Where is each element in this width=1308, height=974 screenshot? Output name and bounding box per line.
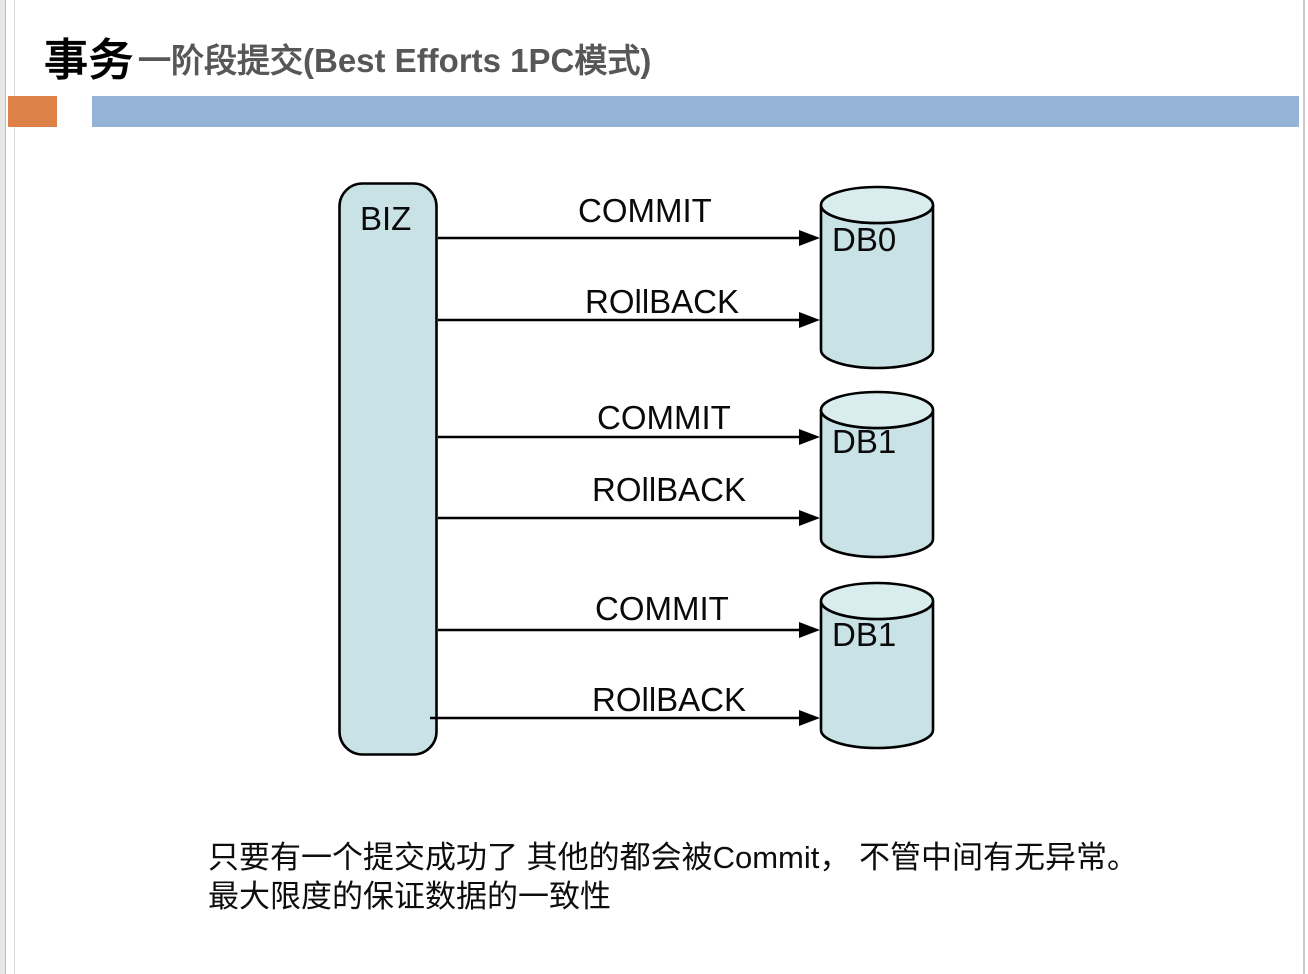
rollback-arrow-db0: ROllBACK xyxy=(438,283,820,328)
commit-arrow-db1: COMMIT xyxy=(438,399,820,445)
commit-label: COMMIT xyxy=(578,192,712,229)
page-subtitle: 一阶段提交(Best Efforts 1PC模式) xyxy=(138,42,652,79)
db0-cylinder: DB0 xyxy=(819,185,935,370)
db1b-label: DB1 xyxy=(832,616,896,653)
rollback-label: ROllBACK xyxy=(592,471,746,508)
rollback-label: ROllBACK xyxy=(592,681,746,718)
window-edge-left xyxy=(0,0,6,974)
db0-label: DB0 xyxy=(832,221,896,258)
commit-arrow-db0: COMMIT xyxy=(438,192,820,246)
rollback-label: ROllBACK xyxy=(585,283,739,320)
accent-orange-square xyxy=(8,96,57,127)
db1-cylinder: DB1 xyxy=(819,390,935,559)
biz-label: BIZ xyxy=(360,200,411,237)
commit-arrow-db1b: COMMIT xyxy=(438,590,820,638)
arrowhead-icon xyxy=(799,312,820,328)
caption: 只要有一个提交成功了 其他的都会被Commit， 不管中间有无异常。 最大限度的… xyxy=(208,838,1138,916)
commit-label: COMMIT xyxy=(597,399,731,436)
arrowhead-icon xyxy=(799,429,820,445)
caption-line-2: 最大限度的保证数据的一致性 xyxy=(208,879,611,914)
arrowhead-icon xyxy=(799,622,820,638)
arrowhead-icon xyxy=(799,710,820,726)
db0-cylinder-top xyxy=(819,185,935,225)
db1-cylinder-top xyxy=(819,390,935,430)
slide-border-right xyxy=(1303,0,1305,974)
biz-box xyxy=(338,182,438,756)
arrowhead-icon xyxy=(799,230,820,246)
biz-node: BIZ xyxy=(338,182,438,756)
db1-label: DB1 xyxy=(832,423,896,460)
arrowhead-icon xyxy=(799,510,820,526)
db1b-cylinder-top xyxy=(819,581,935,621)
accent-blue-bar xyxy=(92,96,1299,127)
db1b-cylinder: DB1 xyxy=(819,581,935,750)
commit-label: COMMIT xyxy=(595,590,729,627)
rollback-arrow-db1: ROllBACK xyxy=(438,471,820,526)
rollback-arrow-db1b: ROllBACK xyxy=(430,681,820,726)
slide-border-left xyxy=(14,0,15,974)
page-title: 事务 xyxy=(44,35,134,86)
caption-line-1: 只要有一个提交成功了 其他的都会被Commit， 不管中间有无异常。 xyxy=(208,840,1138,875)
